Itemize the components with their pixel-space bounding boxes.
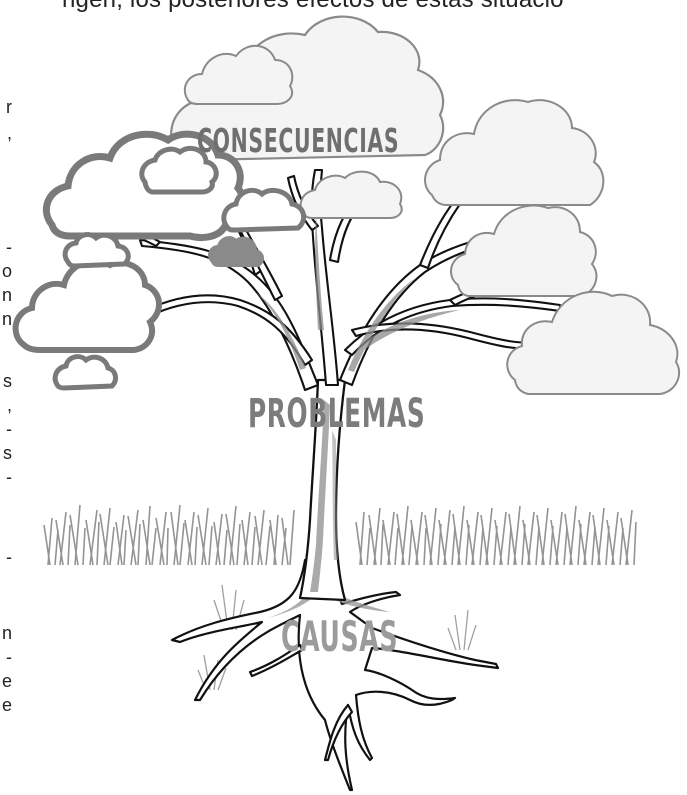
causes-label: CAUSAS (281, 612, 399, 661)
cropped-left-text-6: n (1, 309, 12, 329)
cloud-left-dark-small (208, 236, 264, 267)
grass-right (355, 505, 637, 566)
cropped-left-text-3: - (6, 237, 12, 257)
grass-left (43, 504, 295, 566)
cloud-left-top-inner (139, 145, 219, 195)
cropped-left-text-7: s (3, 371, 12, 391)
cloud-left-mid (12, 258, 162, 353)
branch-shading (255, 215, 460, 372)
cropped-left-text-5: n (1, 285, 12, 305)
cropped-left-text-15: e (1, 671, 12, 691)
problems-label: PROBLEMAS (248, 391, 426, 437)
trunk-shading (310, 400, 338, 592)
cloud-right-1 (424, 99, 605, 206)
cropped-left-text-10: s (3, 443, 12, 463)
cropped-left-text-4: o (1, 261, 12, 281)
cropped-left-text-13: n (1, 623, 12, 643)
cloud-top-left-small (183, 45, 294, 105)
cropped-left-text-14: - (6, 647, 12, 667)
cropped-paragraph-line: ngen, los posteriores efectos de estas s… (62, 0, 564, 14)
cropped-left-text-16: e (1, 695, 12, 715)
cropped-left-text-11: - (6, 467, 12, 487)
cloud-left-small-3 (221, 187, 307, 233)
cropped-left-text-9: - (6, 419, 12, 439)
cropped-left-text-1: r (6, 97, 12, 117)
cloud-left-small-1 (62, 232, 131, 269)
roots (170, 558, 500, 792)
cloud-right-2 (449, 204, 598, 297)
consequences-label: CONSECUENCIAS (197, 121, 400, 160)
cloud-mid-small (299, 170, 403, 219)
cloud-right-3 (506, 290, 681, 395)
cropped-left-text-12: - (6, 547, 12, 567)
cropped-left-text-2: , (6, 123, 12, 143)
cropped-left-text-8: , (6, 395, 12, 415)
small-grass-tufts (197, 584, 477, 691)
cloud-left-small-2 (52, 354, 118, 391)
